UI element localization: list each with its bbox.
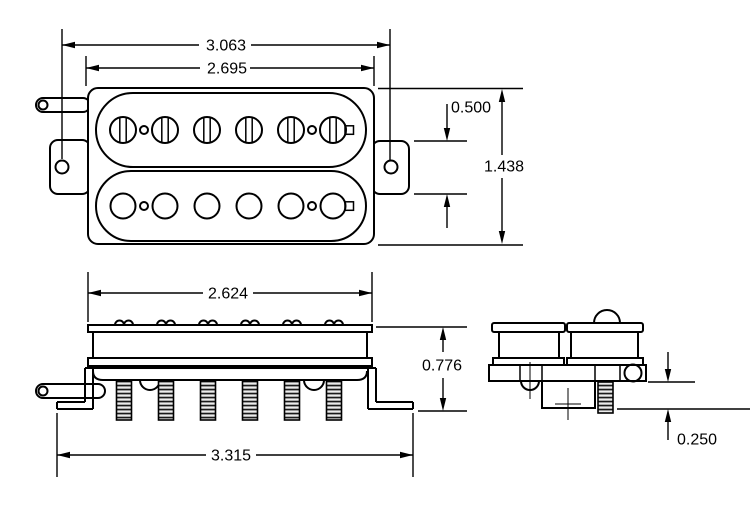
dim-label-ear-height: 0.500 (451, 100, 491, 117)
lead-wire-icon (35, 97, 91, 113)
side-view (35, 319, 414, 421)
dim-screw-protrusion: 0.250 (617, 352, 750, 449)
screw-head-dome-top (593, 309, 621, 324)
pole-screw-thread-end (597, 381, 614, 414)
cover-top-side (87, 324, 373, 333)
mounting-hole-left (54, 159, 70, 175)
dim-label-screw-protrusion: 0.250 (677, 432, 717, 449)
centerlines (529, 362, 581, 420)
dim-label-cover-width: 2.695 (207, 61, 247, 78)
dim-ear-height: 0.500 (414, 100, 491, 228)
bobbin-side (92, 331, 368, 359)
screw-pole-row (109, 116, 355, 144)
dim-overall-height: 0.776 (376, 326, 467, 412)
dim-cover-length: 2.624 (87, 272, 373, 322)
dim-mounting-hole-spacing: 3.063 (61, 29, 391, 160)
top-flange-left-end (491, 322, 566, 333)
lead-wire-side-icon (35, 383, 106, 399)
dim-label-baseplate-length: 3.315 (211, 448, 251, 465)
dim-label-hole-spacing: 3.063 (206, 38, 246, 55)
dim-baseplate-length: 3.315 (56, 413, 414, 477)
dim-cover-width: 2.695 (85, 56, 375, 86)
pole-screws-threads-side (115, 380, 343, 421)
end-view (488, 309, 647, 420)
top-view (35, 87, 410, 245)
bottom-flange-left-end (492, 357, 565, 366)
dim-label-body-height: 1.438 (484, 159, 524, 176)
bobbin-left-end (498, 331, 560, 359)
baseplate-side (56, 367, 414, 410)
dim-label-overall-height: 0.776 (422, 358, 462, 375)
screw-coil (95, 92, 367, 168)
top-flange-right-end (566, 322, 644, 333)
dim-body-height: 1.438 (378, 87, 524, 246)
slug-coil (95, 170, 367, 242)
mounting-hole-right (383, 159, 399, 175)
slug-pole-row (109, 192, 355, 220)
bottom-flange-side (87, 357, 373, 367)
bobbin-right-end (570, 331, 639, 359)
dim-label-cover-length: 2.624 (208, 286, 248, 303)
baseplate-end (488, 364, 647, 382)
lead-wire-eyelet (623, 363, 643, 383)
